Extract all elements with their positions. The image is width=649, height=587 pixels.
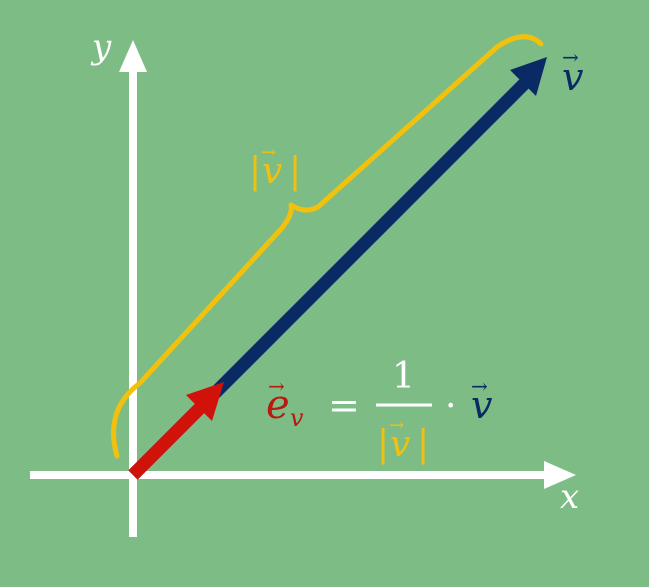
- y-axis-label: y: [90, 27, 112, 67]
- x-axis-arrowhead: [544, 461, 576, 489]
- formula-numerator: 1: [392, 356, 415, 397]
- formula-dot: ·: [445, 386, 456, 427]
- formula-rhs-symbol: v: [471, 383, 493, 427]
- formula-denominator-arrow-glyph: →: [389, 415, 404, 436]
- formula-e-symbol: e: [266, 382, 290, 428]
- vector-v-arrowhead: [510, 57, 547, 96]
- unit-vector-arrowhead: [186, 382, 224, 421]
- magnitude-left-bar: |: [249, 151, 261, 192]
- magnitude-arrow-glyph: →: [261, 142, 276, 163]
- magnitude-symbol: v: [262, 151, 282, 192]
- magnitude-right-bar: |: [289, 151, 301, 192]
- formula-denominator-right-bar: |: [417, 424, 429, 465]
- formula-e-subscript: v: [290, 404, 304, 432]
- unit-vector: [128, 382, 224, 480]
- x-axis-label: x: [560, 477, 579, 517]
- formula-denominator-symbol: v: [390, 424, 410, 465]
- vector-v-label: v: [562, 55, 584, 99]
- vector-v-arrow-glyph: →: [562, 45, 579, 69]
- unit-vector-formula: → e v = 1 | v → | · → v: [266, 356, 493, 465]
- brace-curve: [111, 34, 544, 459]
- formula-rhs-arrow-glyph: →: [471, 374, 488, 398]
- formula-denominator-left-bar: |: [377, 424, 389, 465]
- formula-e-arrow-glyph: →: [268, 374, 285, 398]
- formula-equals: =: [328, 383, 360, 427]
- axes: x y: [30, 27, 579, 537]
- magnitude-label: | v → |: [249, 142, 301, 192]
- unit-vector-shaft: [128, 398, 210, 480]
- y-axis-arrowhead: [119, 40, 147, 72]
- magnitude-brace: | v → |: [111, 34, 544, 459]
